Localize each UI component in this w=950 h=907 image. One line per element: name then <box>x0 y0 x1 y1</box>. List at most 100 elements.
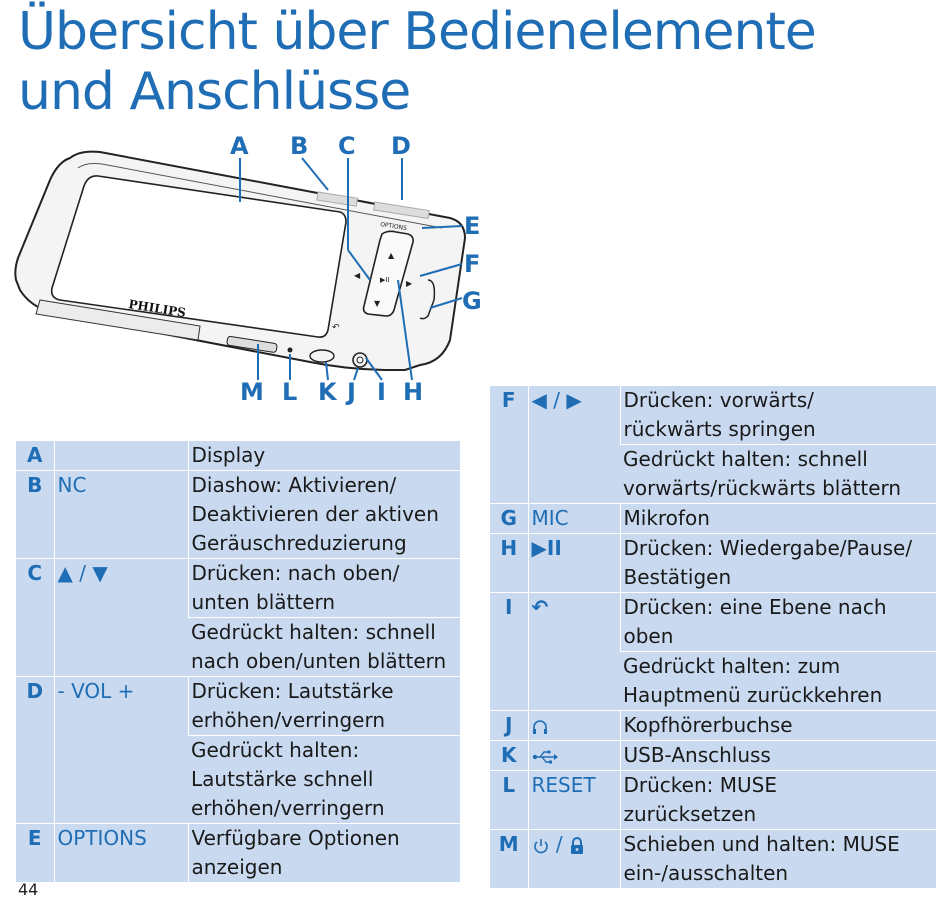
back-icon: ↶ <box>531 595 549 619</box>
description-line: Display <box>191 443 266 467</box>
description-line: Verfügbare Optionen <box>191 826 400 850</box>
svg-text:▶II: ▶II <box>380 276 390 284</box>
row-symbol <box>53 441 188 471</box>
row-symbol: ▶II <box>527 533 620 593</box>
callout-c: C <box>338 132 356 160</box>
page-title: Übersicht über Bedienelemente und Anschl… <box>18 2 817 122</box>
svg-text:↶: ↶ <box>332 323 340 333</box>
description-line: Geräuschreduzierung <box>191 531 407 555</box>
description-line: Lautstärke schnell <box>191 767 374 791</box>
description-line: Drücken: Lautstärke <box>191 679 394 703</box>
description-line: zurücksetzen <box>623 802 757 826</box>
row-description: USB-Anschluss <box>619 740 936 771</box>
description-line: Gedrückt halten: zum <box>623 654 841 678</box>
row-letter: M <box>490 829 528 888</box>
description-line: erhöhen/verringern <box>191 708 386 732</box>
row-symbol: NC <box>53 470 188 559</box>
row-symbol: / <box>527 829 620 888</box>
description-line: Drücken: Wiedergabe/Pause/ <box>623 536 913 560</box>
row-letter: A <box>27 443 43 467</box>
callout-e: E <box>464 212 481 240</box>
row-symbol: - VOL + <box>53 676 188 824</box>
callout-a: A <box>230 132 249 160</box>
description-line: Drücken: vorwärts/ <box>623 388 814 412</box>
description-line: anzeigen <box>191 855 283 879</box>
row-description: Drücken: MUSE zurücksetzen <box>619 770 936 830</box>
control-symbol: MIC <box>531 506 569 530</box>
svg-text:◀: ◀ <box>354 271 361 280</box>
description-line: unten blättern <box>191 590 336 614</box>
control-symbol: - VOL + <box>57 679 135 703</box>
row-description: Drücken: vorwärts/rückwärts springen <box>619 386 936 445</box>
description-line: Schieben und halten: MUSE <box>623 832 900 856</box>
callout-m: M <box>240 378 264 406</box>
description-line: USB-Anschluss <box>623 743 771 767</box>
description-line: Bestätigen <box>623 565 732 589</box>
row-letter: F <box>501 388 516 412</box>
description-line: erhöhen/verringern <box>191 796 385 820</box>
description-line: Diashow: Aktivieren/ <box>191 473 397 497</box>
row-description: Kopfhörerbuchse <box>619 710 936 741</box>
title-line-2: und Anschlüsse <box>18 62 411 122</box>
control-symbol: RESET <box>531 773 596 797</box>
row-symbol: OPTIONS <box>53 823 188 882</box>
row-description: Drücken: Lautstärke erhöhen/verringern <box>187 676 460 736</box>
callout-g: G <box>462 287 482 315</box>
description-line: Gedrückt halten: schnell <box>191 620 436 644</box>
row-symbol: MIC <box>527 503 620 534</box>
svg-text:▶: ▶ <box>406 279 413 288</box>
row-description: Schieben und halten: MUSE ein-/ausschalte… <box>619 829 936 888</box>
row-description: Diashow: Aktivieren/Deaktivieren der akt… <box>187 470 460 559</box>
table-row: C▲ / ▼Drücken: nach oben/unten blättern <box>16 558 460 677</box>
lock-icon <box>570 836 583 854</box>
row-letter: K <box>490 740 528 771</box>
row-letter: B <box>16 470 54 559</box>
callout-h: H <box>403 378 424 406</box>
control-symbol: OPTIONS <box>57 826 147 850</box>
description-line: rückwärts springen <box>623 417 816 441</box>
callout-d: D <box>391 132 411 160</box>
description-line: Deaktivieren der aktiven <box>191 502 439 526</box>
options-label: OPTIONS <box>380 221 408 232</box>
row-symbol <box>527 740 620 771</box>
row-description: Drücken: Wiedergabe/Pause/Bestätigen <box>619 533 936 593</box>
row-letter: C <box>16 558 54 677</box>
row-letter: I <box>490 592 528 711</box>
row-letter: H <box>490 533 528 593</box>
callout-j: J <box>347 378 356 406</box>
title-line-1: Übersicht über Bedienelemente <box>18 2 817 62</box>
row-symbol: RESET <box>527 770 620 830</box>
description-line: Kopfhörerbuchse <box>623 713 793 737</box>
description-line: Gedrückt halten: schnell <box>623 447 868 471</box>
row-description: Verfügbare Optionen anzeigen <box>187 823 460 882</box>
table-row: H▶II Drücken: Wiedergabe/Pause/Bestätigen <box>490 533 936 593</box>
description-line: Drücken: nach oben/ <box>191 561 400 585</box>
play-pause-icon: ▶II <box>531 536 562 560</box>
table-row: K USB-Anschluss <box>490 740 936 771</box>
headphone-icon <box>532 719 547 734</box>
power-icon <box>533 838 548 853</box>
row-symbol: ↶ <box>527 592 620 711</box>
row-letter: L <box>490 770 528 830</box>
description-line: Drücken: MUSE <box>623 773 777 797</box>
control-symbol: NC <box>57 473 87 497</box>
row-symbol <box>527 710 620 741</box>
description-line: ein-/ausschalten <box>623 861 789 885</box>
row-description: Drücken: nach oben/unten blättern <box>187 558 460 618</box>
right-controls-table: F◀ / ▶Drücken: vorwärts/rückwärts spring… <box>490 386 936 888</box>
page-number: 44 <box>18 880 39 899</box>
callout-l: L <box>282 378 298 406</box>
